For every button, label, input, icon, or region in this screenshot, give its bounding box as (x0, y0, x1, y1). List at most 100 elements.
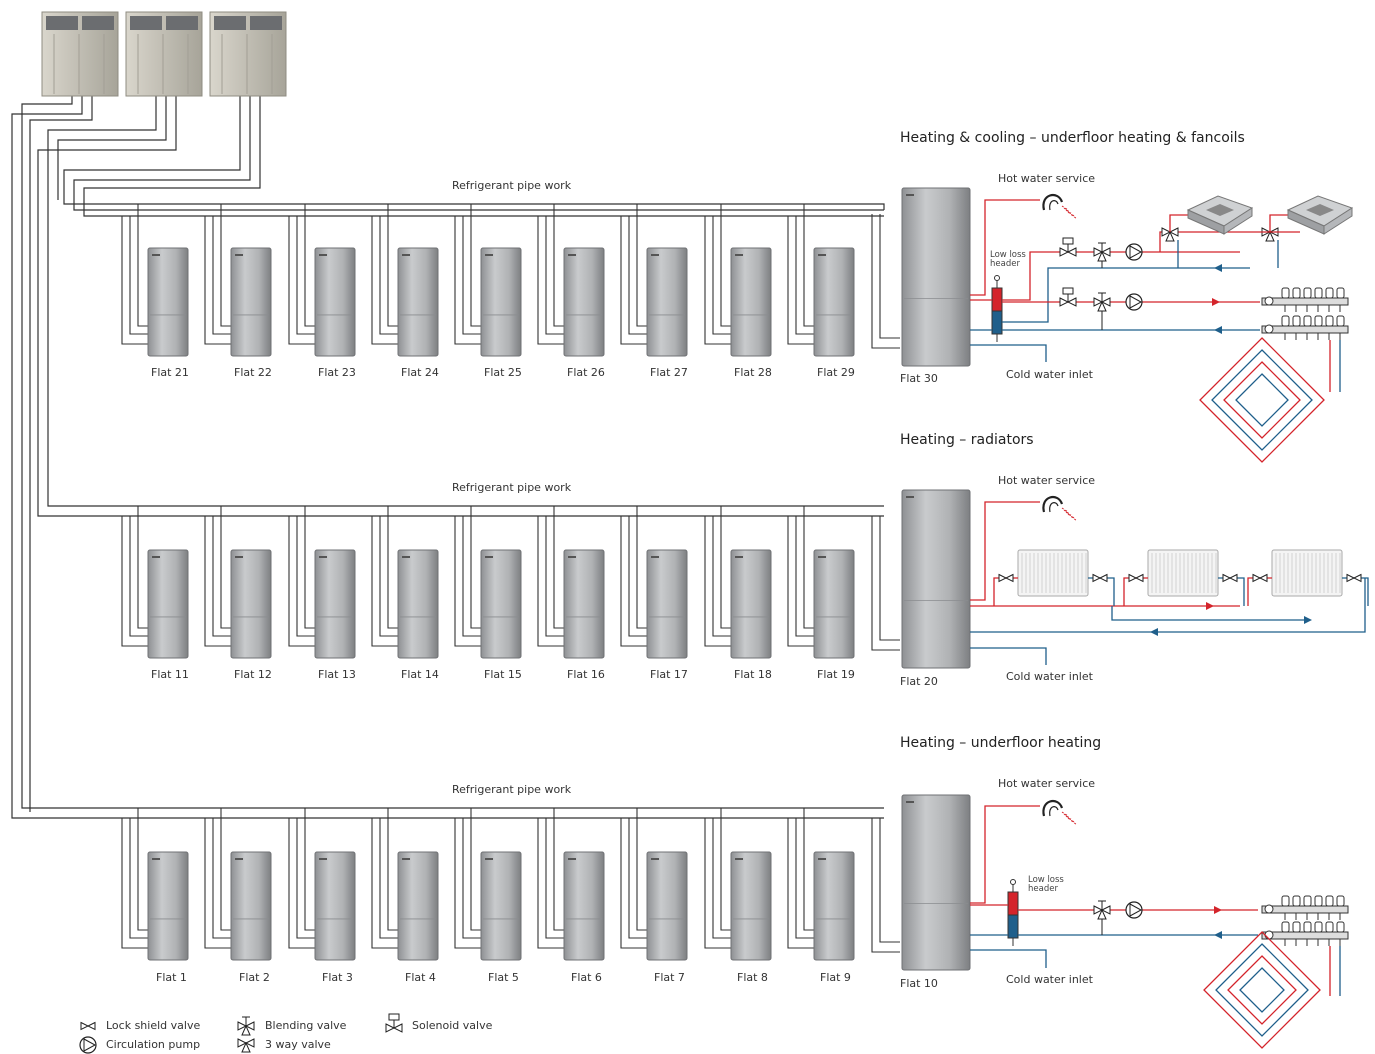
branch-pipe (121, 516, 148, 647)
flat-label-main-top: Flat 30 (900, 372, 938, 385)
flat-indoor-unit (480, 549, 522, 659)
indoor-unit-logo (319, 858, 327, 860)
shower-spray (1067, 817, 1078, 826)
valve-triangle (998, 573, 1008, 583)
ufh-loop (1203, 931, 1321, 1049)
valve-triangle (237, 1038, 248, 1048)
branch-pipe (304, 506, 315, 629)
branch-pipe (795, 818, 814, 939)
flat-label: Flat 26 (567, 366, 605, 379)
flat-label: Flat 7 (654, 971, 685, 984)
indoor-unit-body (813, 247, 855, 357)
flat-label: Flat 1 (156, 971, 187, 984)
valve-triangle (244, 1021, 255, 1031)
indoor-unit-logo (651, 858, 659, 860)
cold-water-label-middle: Cold water inlet (1006, 670, 1093, 683)
indoor-unit-body (230, 549, 272, 659)
shower-spray (1067, 513, 1078, 522)
branch-pipe (720, 204, 731, 327)
ufh-manifold-port (1314, 287, 1323, 299)
branch-pipe (470, 204, 481, 327)
fancoil-cassette-side (1223, 207, 1253, 235)
refrigerant-main-pipe (73, 96, 884, 211)
fancoil-cassette-side (1323, 207, 1353, 235)
section-title-bottom: Heating – underfloor heating (900, 735, 1102, 751)
flat-indoor-unit (813, 851, 855, 961)
section-title-top: Heating & cooling – underfloor heating &… (900, 130, 1245, 146)
flat-label: Flat 5 (488, 971, 519, 984)
branch-pipe (304, 808, 315, 931)
branch-pipe (537, 516, 564, 647)
branch-pipe (636, 808, 647, 931)
branch-pipe (220, 506, 231, 629)
valve-triangle (86, 1021, 96, 1031)
valve-triangle (1134, 573, 1144, 583)
circulation-pump-icon (1125, 293, 1143, 311)
indoor-unit-body (314, 247, 356, 357)
indoor-unit-logo (402, 556, 410, 558)
indoor-unit-logo (235, 254, 243, 256)
flat-indoor-unit (563, 247, 605, 357)
branch-pipe (712, 516, 731, 637)
cold-water-label-top: Cold water inlet (1006, 368, 1093, 381)
valve-triangle (1258, 573, 1268, 583)
branch-pipe (296, 516, 315, 637)
flow-arrow (1214, 264, 1222, 272)
refrigerant-main-pipe (29, 96, 93, 812)
branch-pipe (620, 216, 647, 345)
indoor-unit-body (730, 247, 772, 357)
branch-pipe (545, 516, 564, 637)
valve-triangle (244, 1038, 255, 1048)
branch-pipe (712, 818, 731, 939)
cold-water-pipe (970, 647, 1047, 665)
legend-three-way-label: 3 way valve (265, 1038, 331, 1051)
header-vent (994, 275, 1000, 281)
cold-water-label-bottom: Cold water inlet (1006, 973, 1093, 986)
branch-pipe (803, 808, 814, 931)
manifold-gauge (1264, 930, 1274, 940)
branch-pipe (704, 516, 731, 647)
low-loss-header-cold (991, 310, 1003, 335)
valve-triangle (1352, 573, 1362, 583)
indoor-unit-body (563, 549, 605, 659)
ufh-manifold-port (1314, 895, 1323, 907)
flat-label: Flat 6 (571, 971, 602, 984)
flat-indoor-unit (230, 851, 272, 961)
branch-pipe (871, 818, 900, 953)
branch-pipe (220, 204, 231, 327)
refrigerant-main-pipe (37, 96, 884, 517)
ufh-loop (1215, 943, 1309, 1037)
cold-pipe (970, 578, 1366, 633)
branch-pipe (462, 516, 481, 637)
hot-water-label-middle: Hot water service (998, 474, 1096, 487)
flat-indoor-unit (646, 247, 688, 357)
indoor-unit-body (314, 549, 356, 659)
hot-water-pipe (970, 805, 1040, 904)
branch-pipe (454, 818, 481, 949)
cold-water-pipe (970, 344, 1047, 362)
branch-pipe (787, 516, 814, 647)
ufh-loop (1223, 361, 1301, 439)
ufh-manifold-port (1303, 921, 1312, 933)
ufh-manifold-port (1336, 921, 1345, 933)
flat-indoor-unit (147, 549, 189, 659)
branch-pipe (704, 818, 731, 949)
shower-icon (1049, 200, 1059, 211)
flat-label: Flat 27 (650, 366, 688, 379)
branch-pipe (137, 204, 148, 327)
ufh-manifold-port (1325, 287, 1334, 299)
pipe-label-top: Refrigerant pipe work (452, 179, 572, 192)
hot-pipe (1269, 214, 1288, 232)
pump-arrow (83, 1038, 97, 1052)
flat-indoor-unit (646, 549, 688, 659)
flat-label: Flat 24 (401, 366, 439, 379)
ufh-manifold-port (1314, 315, 1323, 327)
flat-label: Flat 11 (151, 668, 189, 681)
branch-pipe (137, 808, 148, 931)
flat-indoor-unit (397, 851, 439, 961)
branch-pipe (371, 216, 398, 345)
valve-triangle (1161, 227, 1172, 237)
flat-indoor-unit (147, 851, 189, 961)
hot-water-pipe (970, 199, 1040, 296)
indoor-unit-body (230, 851, 272, 961)
